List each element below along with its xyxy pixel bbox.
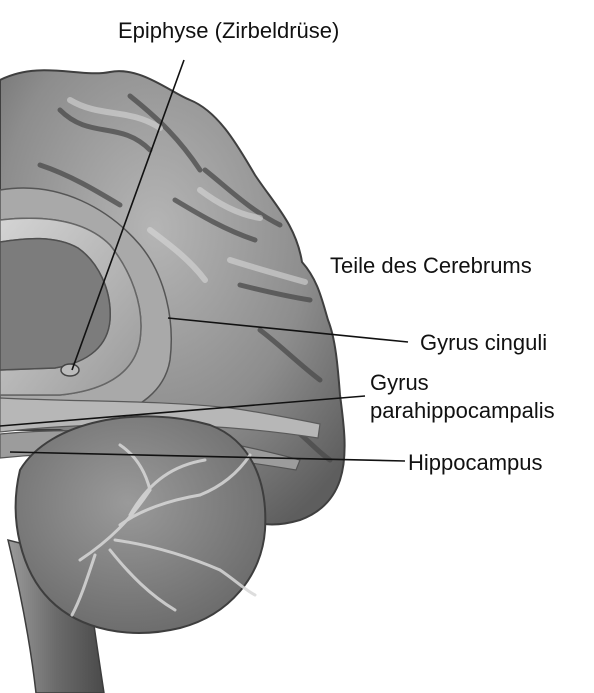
label-cerebrum-heading: Teile des Cerebrums <box>330 253 532 279</box>
label-gyrus-cinguli: Gyrus cinguli <box>420 330 547 356</box>
label-epiphyse: Epiphyse (Zirbeldrüse) <box>118 18 339 44</box>
pineal-gland <box>61 364 79 376</box>
label-gyrus-parahippocampalis-line1: Gyrus <box>370 370 429 396</box>
cerebellum <box>16 416 266 633</box>
label-hippocampus: Hippocampus <box>408 450 543 476</box>
label-gyrus-parahippocampalis-line2: parahippocampalis <box>370 398 555 424</box>
